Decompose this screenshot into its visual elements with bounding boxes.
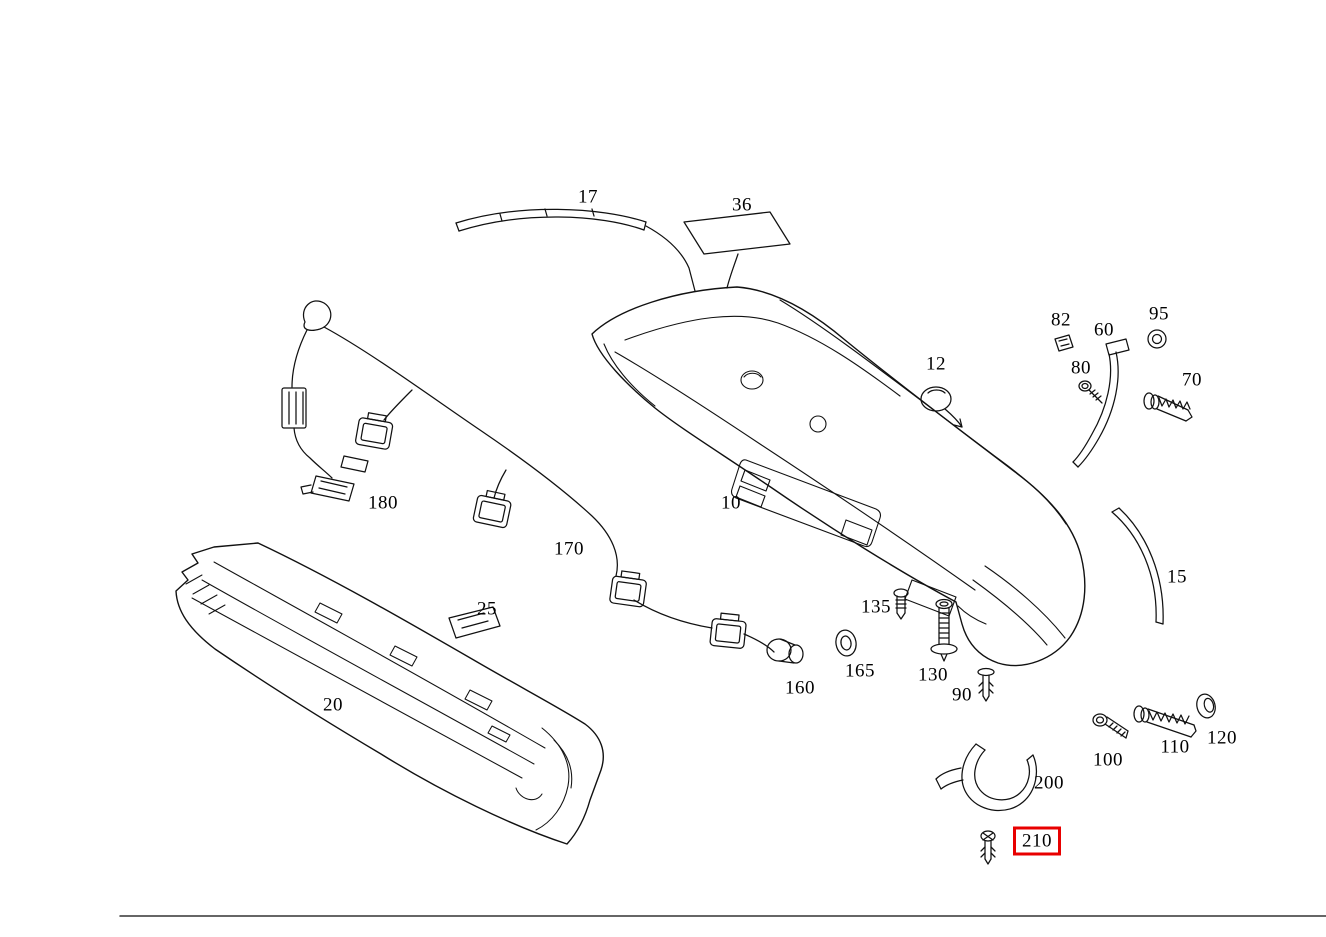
part-label-36[interactable]: 36 xyxy=(732,194,752,216)
part-10-bumper-cover xyxy=(591,286,1086,667)
part-82-clip xyxy=(1054,334,1074,352)
part-20-lower-panel xyxy=(175,542,604,845)
part-70-screw xyxy=(1143,392,1193,422)
part-label-180[interactable]: 180 xyxy=(368,492,398,514)
part-label-170[interactable]: 170 xyxy=(554,538,584,560)
part-15-strip xyxy=(1111,507,1164,625)
part-label-80[interactable]: 80 xyxy=(1071,357,1091,379)
part-label-17[interactable]: 17 xyxy=(578,186,598,208)
part-200-bracket xyxy=(935,743,1037,812)
part-label-82[interactable]: 82 xyxy=(1051,309,1071,331)
part-label-20[interactable]: 20 xyxy=(323,694,343,716)
part-90-clip xyxy=(977,667,995,702)
part-label-25[interactable]: 25 xyxy=(477,598,497,620)
part-12-cap xyxy=(920,386,963,428)
part-60-bracket xyxy=(1072,338,1130,468)
part-label-135[interactable]: 135 xyxy=(861,596,891,618)
part-36-panel xyxy=(683,211,791,289)
part-120-grommet xyxy=(1196,693,1216,719)
part-165-ring xyxy=(835,629,857,657)
part-210-rivet xyxy=(980,830,996,865)
part-label-130[interactable]: 130 xyxy=(918,664,948,686)
part-label-210[interactable]: 210 xyxy=(1013,826,1061,856)
part-110-bolt xyxy=(1133,705,1197,738)
part-100-screw xyxy=(1092,713,1129,739)
part-170-wiring-harness xyxy=(281,300,775,653)
part-17-spoiler-strip xyxy=(455,208,696,292)
part-160-sensor xyxy=(766,638,804,664)
part-label-200[interactable]: 200 xyxy=(1034,772,1064,794)
part-130-screw xyxy=(930,598,958,662)
part-label-70[interactable]: 70 xyxy=(1182,369,1202,391)
part-label-110[interactable]: 110 xyxy=(1160,736,1190,758)
part-label-12[interactable]: 12 xyxy=(926,353,946,375)
part-label-100[interactable]: 100 xyxy=(1093,749,1123,771)
part-label-60[interactable]: 60 xyxy=(1094,319,1114,341)
part-label-165[interactable]: 165 xyxy=(845,660,875,682)
part-label-160[interactable]: 160 xyxy=(785,677,815,699)
part-label-120[interactable]: 120 xyxy=(1207,727,1237,749)
part-label-10[interactable]: 10 xyxy=(721,492,741,514)
part-95-nut xyxy=(1147,329,1167,349)
part-label-95[interactable]: 95 xyxy=(1149,303,1169,325)
part-25-bracket xyxy=(448,606,501,639)
part-180-clips xyxy=(300,455,369,502)
part-label-90[interactable]: 90 xyxy=(952,684,972,706)
part-80-screw xyxy=(1078,380,1103,404)
part-135-screw xyxy=(893,588,909,620)
part-label-15[interactable]: 15 xyxy=(1167,566,1187,588)
